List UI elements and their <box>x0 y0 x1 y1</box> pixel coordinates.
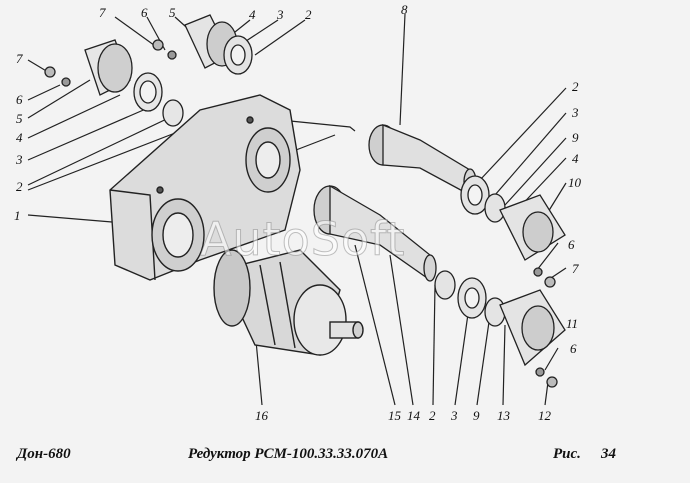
callout-label: 16 <box>255 408 268 423</box>
callout-label: 14 <box>407 408 420 423</box>
callout-label: 3 <box>572 105 579 120</box>
callout-label: 6 <box>570 341 577 356</box>
callout-label: 6 <box>141 5 148 20</box>
callout-label: 7 <box>99 5 106 20</box>
callout-label: 4 <box>572 151 579 166</box>
callout-label: 5 <box>169 5 176 20</box>
callout-label: 5 <box>16 111 23 126</box>
callout-label: 6 <box>568 237 575 252</box>
callout-label: 4 <box>249 7 256 22</box>
callout-label: 2 <box>16 179 23 194</box>
figure-number: 34 <box>601 446 616 462</box>
callout-label: 9 <box>473 408 480 423</box>
callout-label: 7 <box>16 51 23 66</box>
footer-model: Дон-680 <box>17 446 71 462</box>
callout-label: 15 <box>388 408 401 423</box>
callout-label: 10 <box>568 175 581 190</box>
watermark: AutoSoft <box>200 212 406 267</box>
footer-title: Редуктор РСМ-100.33.33.070А <box>188 446 389 462</box>
callout-label: 2 <box>305 7 312 22</box>
callout-label: 13 <box>497 408 510 423</box>
callout-label: 4 <box>16 130 23 145</box>
callout-label: 6 <box>16 92 23 107</box>
callout-label: 3 <box>16 152 23 167</box>
callout-label: 7 <box>572 261 579 276</box>
callout-label: 11 <box>566 316 579 331</box>
figure-label: Рис. <box>553 446 581 462</box>
callout-label: 9 <box>572 130 579 145</box>
leader-line <box>114 16 159 49</box>
callout-label: 2 <box>429 408 436 423</box>
callout-label: 1 <box>14 208 21 223</box>
callout-label: 12 <box>538 408 551 423</box>
callout-label: 3 <box>277 7 284 22</box>
callout-label: 3 <box>451 408 458 423</box>
callout-label: 2 <box>572 79 579 94</box>
callout-label: 8 <box>401 2 408 17</box>
